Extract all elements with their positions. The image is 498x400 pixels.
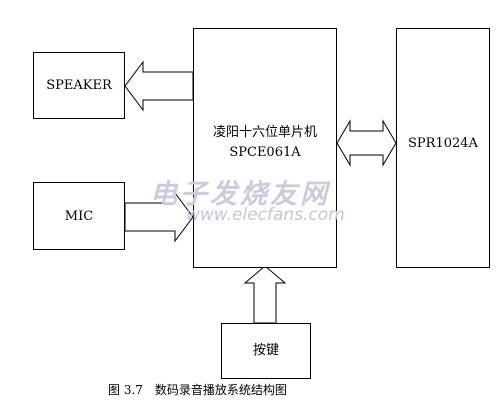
mcu-label-line1: 凌阳十六位单片机: [212, 125, 317, 140]
keys-block: 按键: [221, 323, 311, 379]
watermark-url: www.elecfans.com: [186, 205, 345, 225]
arrow-mic-to-mcu: [124, 191, 194, 243]
arrow-mcu-to-speaker: [124, 60, 194, 112]
flash-label: SPR1024A: [408, 136, 478, 151]
mic-label: MIC: [64, 209, 94, 224]
mcu-label-line2: SPCE061A: [229, 145, 301, 160]
keys-label: 按键: [252, 343, 279, 358]
watermark-title: 电子发烧友网: [150, 179, 330, 210]
mic-block: MIC: [33, 182, 125, 250]
figure-caption: 图 3.7 数码录音播放系统结构图: [108, 383, 287, 397]
speaker-label: SPEAKER: [46, 78, 112, 93]
arrow-mcu-flash-bidirectional: [336, 119, 397, 167]
speaker-block: SPEAKER: [33, 52, 125, 119]
mcu-block: 凌阳十六位单片机 SPCE061A: [193, 28, 337, 268]
arrow-keys-to-mcu: [243, 265, 287, 324]
flash-block: SPR1024A: [396, 28, 490, 268]
